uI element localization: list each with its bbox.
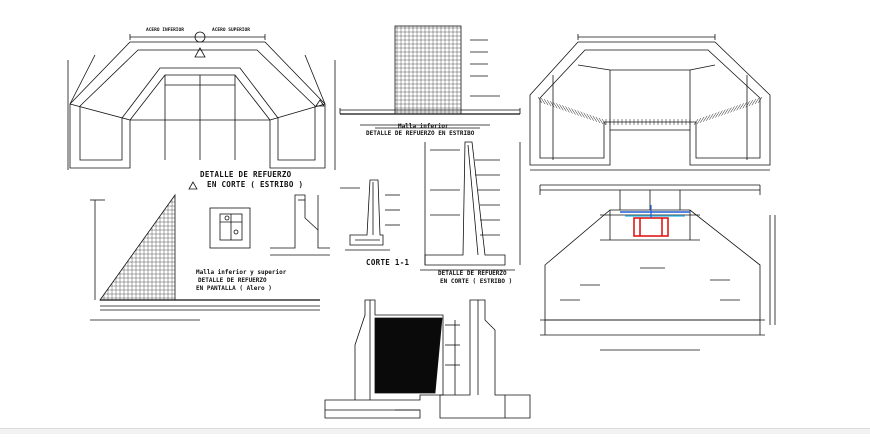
center-detail-subcaption: EN CORTE ( ESTRIBO ): [440, 278, 513, 285]
corte-1-1-section: [340, 179, 400, 251]
abutment-rebar-accent: [620, 205, 690, 237]
pantalla-caption: EN PANTALLA ( Alero ): [196, 285, 272, 292]
wall-side-elevation: [439, 299, 531, 419]
plan-view-right: [529, 34, 771, 171]
scale-left-label: ACERO INFERIOR: [146, 28, 184, 33]
pantalla-detail-caption: DETALLE DE REFUERZO: [198, 277, 267, 284]
wall-elevation-filled: [324, 299, 460, 419]
corte-1-1-label: CORTE 1-1: [366, 258, 410, 267]
estribo-detail-caption: DETALLE DE REFUERZO EN ESTRIBO: [366, 130, 475, 137]
center-estribo-section: [420, 141, 521, 271]
wing-wall-elevation: [90, 193, 320, 321]
malla-inferior-caption: Malla inferior: [398, 123, 449, 130]
corte-detail-subtitle: EN CORTE ( ESTRIBO ): [207, 180, 304, 189]
abutment-elevation: [539, 184, 776, 351]
center-detail-caption: DETALLE DE REFUERZO: [438, 270, 507, 277]
small-section-detail: [209, 207, 251, 249]
wall-profile-outline: [270, 194, 330, 256]
corte-detail-title: DETALLE DE REFUERZO: [200, 170, 292, 179]
plan-view-left: [67, 31, 336, 190]
estribo-mesh-view: [339, 25, 521, 129]
scale-right-label: ACERO SUPERIOR: [212, 28, 250, 33]
bottom-scroll-strip: [0, 428, 870, 434]
malla-caption: Malla inferior y superior: [196, 269, 287, 276]
